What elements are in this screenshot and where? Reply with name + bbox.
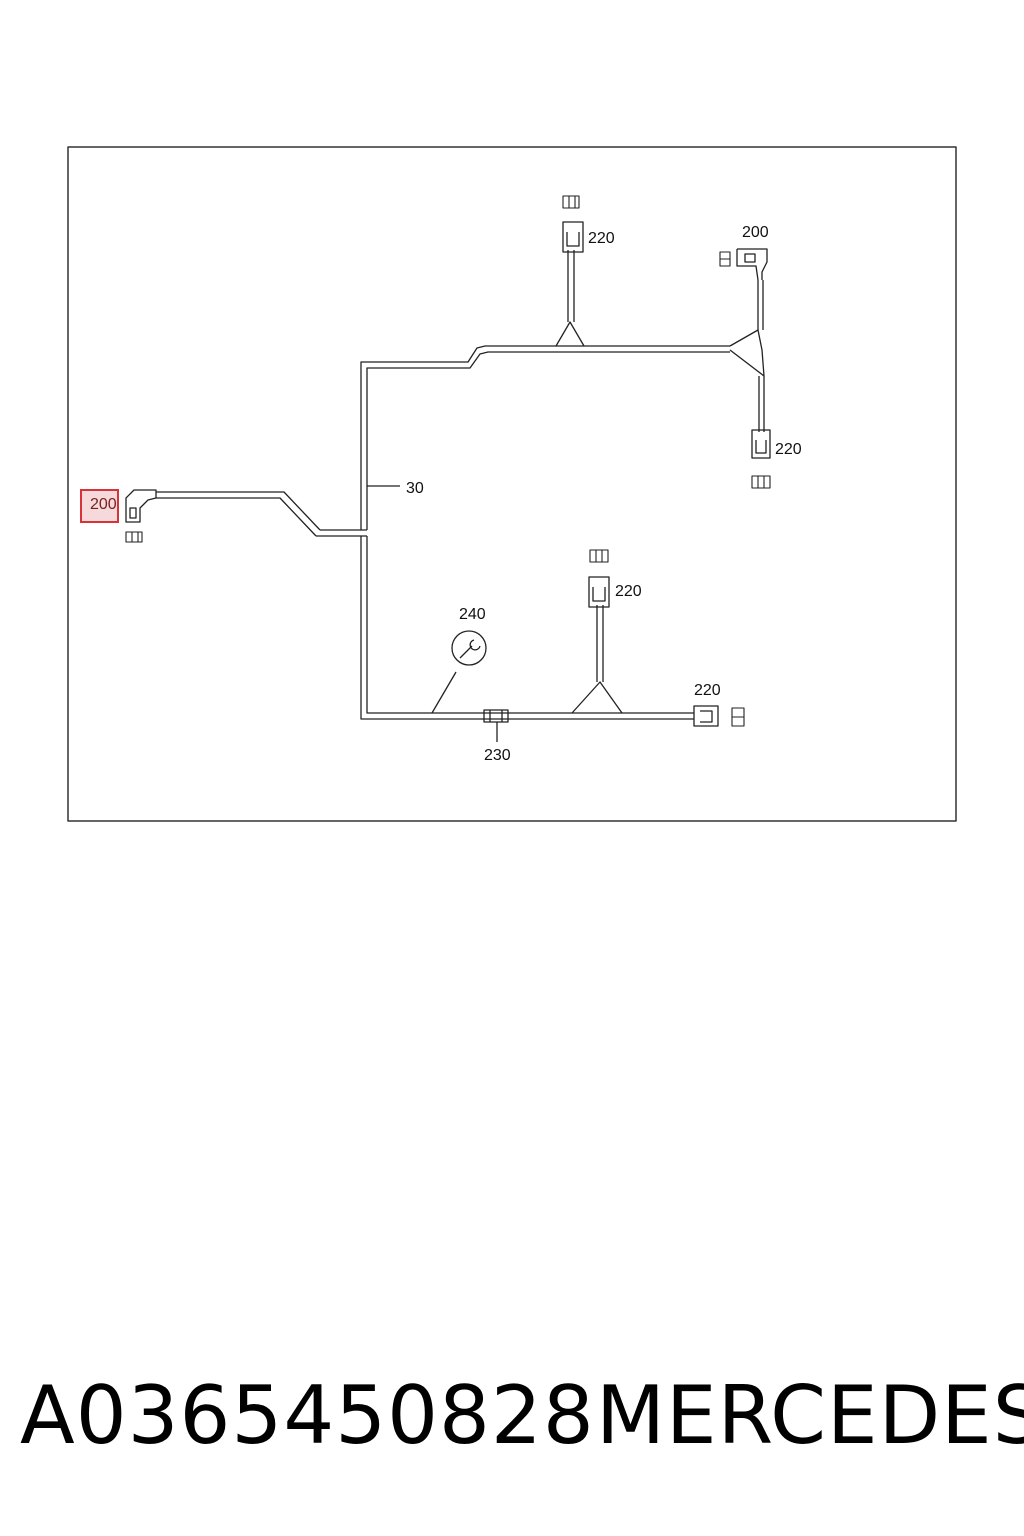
harness-branch-top	[555, 221, 585, 347]
callout-30[interactable]: 30	[406, 480, 424, 497]
diagram-frame	[67, 146, 957, 822]
callout-200-selected[interactable]: 200	[80, 489, 119, 523]
callout-240[interactable]: 240	[459, 606, 486, 623]
connector-200-left	[125, 489, 157, 523]
brand-name: MERCEDES	[596, 1369, 1024, 1462]
mating-part-icons	[125, 195, 771, 727]
wiring-harness-diagram: 200 200 220 220 220 220 30 240 230	[67, 146, 957, 822]
harness-branch-bottom	[483, 576, 719, 742]
callout-230[interactable]: 230	[484, 747, 511, 764]
part-number: A0365450828	[20, 1369, 595, 1462]
harness-branch-left	[156, 491, 321, 537]
callout-220-mid[interactable]: 220	[615, 583, 642, 600]
callout-220-top[interactable]: 220	[588, 230, 615, 247]
callout-220-right[interactable]: 220	[775, 441, 802, 458]
harness-trunk	[316, 345, 730, 720]
diagram-canvas	[67, 146, 957, 822]
callout-200-top[interactable]: 200	[742, 224, 769, 241]
harness-branch-right	[729, 248, 771, 459]
tool-symbol	[431, 630, 487, 714]
caption: A0365450828 MERCEDES	[20, 1366, 1024, 1476]
callout-220-bottom[interactable]: 220	[694, 682, 721, 699]
